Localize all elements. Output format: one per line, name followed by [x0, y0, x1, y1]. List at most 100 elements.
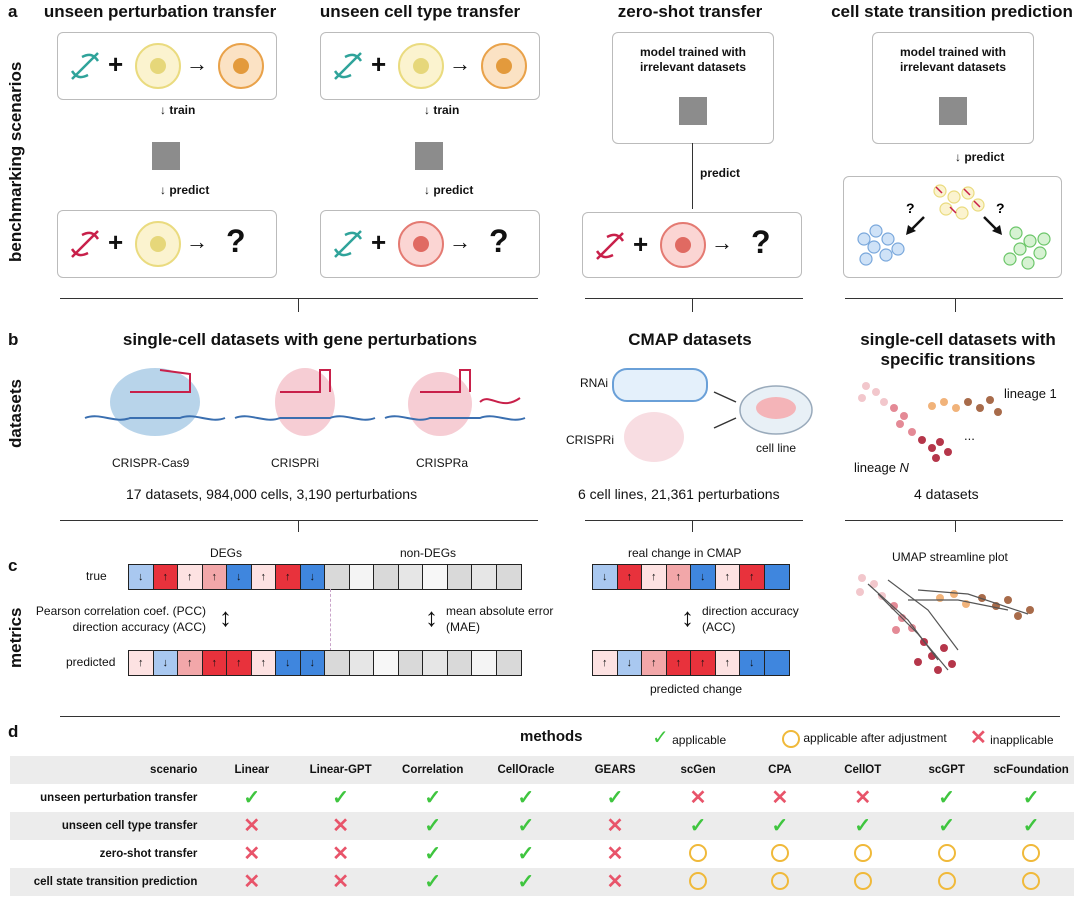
cross-icon: ✕ — [332, 843, 350, 865]
predicted-change-label: predicted change — [650, 682, 743, 696]
applicability-cell: ✓ — [656, 812, 740, 840]
divider-line — [585, 520, 803, 521]
circle-icon — [689, 871, 708, 890]
check-icon: ✓ — [424, 787, 442, 809]
applicability-cell: ✓ — [905, 812, 989, 840]
cross-icon: ✕ — [970, 727, 987, 749]
connector-line — [955, 520, 956, 532]
expression-cell: ↑ — [666, 565, 691, 589]
circle-icon — [937, 871, 956, 890]
check-icon: ✓ — [243, 787, 261, 809]
legend-applicable: ✓ applicable — [652, 727, 727, 749]
expression-cell: ↑ — [251, 651, 276, 675]
scenario-title-4: cell state transition prediction — [831, 2, 1073, 21]
expression-cell — [325, 651, 350, 675]
train-arrow: ↓ train — [160, 103, 196, 117]
expression-cell: ↑ — [642, 565, 667, 589]
scenario-cell: zero-shot transfer — [10, 840, 210, 868]
expression-cell: ↑ — [740, 565, 765, 589]
expression-cell — [496, 651, 521, 675]
expression-cell — [398, 565, 423, 589]
column-header: GEARS — [573, 756, 657, 784]
expression-cell: ↑ — [178, 565, 203, 589]
check-icon: ✓ — [1022, 787, 1040, 809]
applicability-cell: ✓ — [209, 784, 295, 812]
cell-icon — [135, 43, 181, 89]
connector-line — [692, 298, 693, 312]
cross-icon: ✕ — [243, 871, 261, 893]
divider-line — [60, 298, 538, 299]
table-row: cell state transition prediction✕✕✓✓✕ — [10, 868, 1074, 896]
applicability-cell — [820, 868, 906, 896]
scenario1-input-panel: + → — [57, 32, 277, 100]
cell-new-type-icon — [660, 222, 706, 268]
expression-cell: ↓ — [300, 565, 325, 589]
expression-cell — [423, 651, 448, 675]
expression-cell — [423, 565, 448, 589]
expression-cell — [764, 651, 789, 675]
expression-cell: ↑ — [642, 651, 667, 675]
scenario2-input-panel: + → — [320, 32, 540, 100]
check-icon: ✓ — [771, 815, 789, 837]
check-icon: ✓ — [517, 871, 535, 893]
circle-icon — [770, 871, 789, 890]
section-b-side-label: datasets — [6, 379, 25, 448]
lineage-n-label: lineage N — [854, 460, 909, 475]
applicability-cell: ✕ — [294, 868, 388, 896]
double-arrow-icon: ↕ — [681, 602, 694, 632]
circle-icon — [1022, 871, 1041, 890]
applicability-cell — [739, 840, 821, 868]
cross-icon: ✕ — [771, 787, 789, 809]
applicability-cell: ✓ — [294, 784, 388, 812]
circle-icon — [937, 843, 956, 862]
applicability-cell — [820, 840, 906, 868]
check-icon: ✓ — [424, 871, 442, 893]
expression-cell: ↑ — [129, 651, 154, 675]
applicability-cell: ✓ — [573, 784, 657, 812]
expression-cell — [325, 565, 350, 589]
column-header: scGPT — [905, 756, 989, 784]
dna-icon — [333, 52, 363, 80]
applicability-cell: ✕ — [573, 840, 657, 868]
applicability-cell: ✕ — [573, 812, 657, 840]
scenario-cell: unseen perturbation transfer — [10, 784, 210, 812]
divider-line — [60, 716, 1060, 717]
applicability-cell: ✓ — [988, 812, 1074, 840]
column-header: CellOracle — [478, 756, 574, 784]
cross-icon: ✕ — [854, 787, 872, 809]
applicability-cell: ✕ — [209, 840, 295, 868]
check-icon: ✓ — [332, 787, 350, 809]
legend-adjust: applicable after adjustment — [782, 730, 947, 748]
true-expression-strip: ↓↑↑↑↓↑↑↓ — [128, 564, 522, 590]
check-icon: ✓ — [938, 787, 956, 809]
divider-line — [845, 298, 1063, 299]
crispr-illustration — [84, 368, 526, 436]
question-mark: ? — [489, 223, 509, 259]
table-row: unseen cell type transfer✕✕✓✓✕✓✓✓✓✓ — [10, 812, 1074, 840]
arrow-right-icon: → — [449, 229, 471, 254]
model-chip-icon — [671, 89, 715, 133]
expression-cell — [398, 651, 423, 675]
cmap-predicted-strip: ↑↓↑↑↑↑↓ — [592, 650, 790, 676]
scenario-title-1: unseen perturbation transfer — [43, 2, 277, 21]
predict-arrow: ↓ predict — [160, 183, 210, 197]
expression-cell: ↓ — [300, 651, 325, 675]
ellipsis: ... — [964, 428, 975, 443]
plus-sign: + — [633, 229, 649, 259]
cell-perturbed-icon — [218, 43, 264, 89]
mae-label-2: (MAE) — [446, 620, 480, 634]
applicability-cell — [739, 868, 821, 896]
expression-cell — [349, 565, 374, 589]
expression-cell — [472, 651, 497, 675]
umap-label: UMAP streamline plot — [892, 550, 1008, 564]
methods-title: methods — [520, 728, 583, 745]
scenario-title-2: unseen cell type transfer — [319, 2, 521, 21]
section-d-letter: d — [8, 722, 19, 741]
double-arrow-icon: ↕ — [219, 602, 232, 632]
section-c-letter: c — [8, 556, 18, 575]
expression-cell — [447, 565, 472, 589]
rnai-label: RNAi — [580, 376, 609, 390]
table-row: unseen perturbation transfer✓✓✓✓✓✕✕✕✓✓ — [10, 784, 1074, 812]
expression-cell — [349, 651, 374, 675]
